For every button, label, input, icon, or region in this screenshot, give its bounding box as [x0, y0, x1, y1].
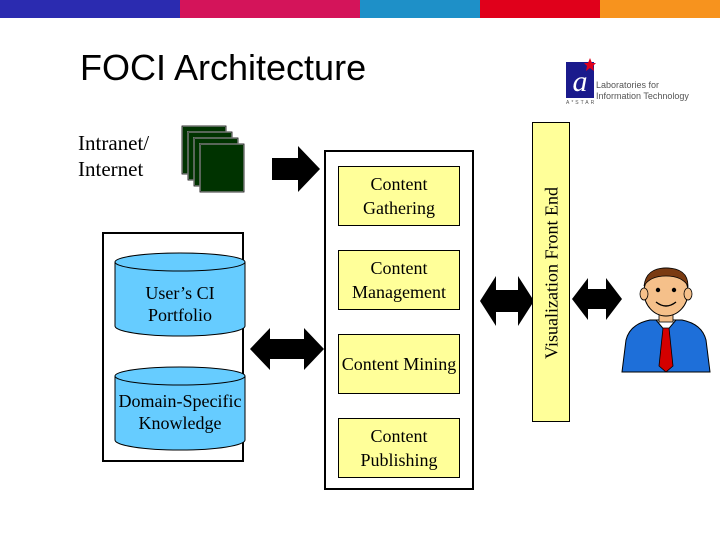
user-icon	[621, 267, 711, 373]
logo-caption: A*STAR	[566, 100, 597, 106]
top-bar-segment	[0, 0, 180, 18]
astar-logo-icon: a	[566, 58, 596, 98]
slide-title: FOCI Architecture	[80, 47, 367, 88]
cylinder-icon	[114, 366, 246, 451]
top-bar-segment	[480, 0, 600, 18]
top-bar-segment	[180, 0, 360, 18]
top-bar-segment	[600, 0, 720, 18]
stage-content-publishing: Content Publishing	[338, 418, 460, 478]
double-arrow-icon	[250, 328, 324, 370]
domain-knowledge-store: Domain-Specific Knowledge	[114, 366, 246, 452]
lit-logo: a Laboratories for Information Technolog…	[566, 58, 689, 108]
top-bar-segment	[360, 0, 480, 18]
top-color-bar	[0, 0, 720, 18]
document-stack-icon	[181, 125, 245, 193]
front-end-label: Visualization Front End	[541, 187, 562, 359]
user-portfolio-store: User’s CI Portfolio	[114, 252, 246, 338]
source-label: Intranet/ Internet	[78, 131, 150, 181]
stage-content-management: Content Management	[338, 250, 460, 310]
visualization-front-end: Visualization Front End	[532, 122, 570, 422]
store-label: Domain-Specific Knowledge	[118, 391, 242, 433]
double-arrow-icon	[480, 276, 534, 326]
double-arrow-icon	[572, 278, 622, 320]
store-label: User’s CI Portfolio	[145, 283, 215, 325]
logo-line-2: Information Technology	[596, 91, 689, 101]
cylinder-icon	[114, 252, 246, 337]
stage-content-mining: Content Mining	[338, 334, 460, 394]
svg-text:a: a	[573, 65, 588, 98]
logo-line-1: Laboratories for	[596, 80, 660, 90]
stage-content-gathering: Content Gathering	[338, 166, 460, 226]
arrow-right-icon	[272, 146, 320, 192]
